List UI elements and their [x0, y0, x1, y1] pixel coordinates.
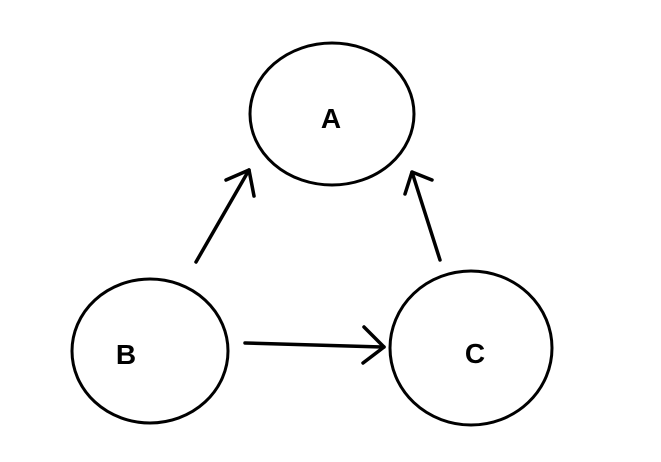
node-a: A [248, 41, 416, 187]
node-c-ellipse [388, 269, 554, 427]
edge-c-to-a-arrowhead [403, 170, 434, 196]
node-b-ellipse [70, 277, 230, 425]
node-a-label: A [321, 103, 341, 134]
edge-b-to-c-line [243, 341, 386, 349]
edge-b-to-a-line [194, 168, 251, 264]
node-a-ellipse [248, 41, 416, 187]
edge-b-to-c [243, 325, 386, 365]
node-b: B [70, 277, 230, 425]
edge-b-to-a [194, 168, 256, 264]
edge-b-to-c-arrowhead [361, 325, 386, 365]
edge-b-to-a-arrowhead [224, 168, 256, 198]
node-c: C [388, 269, 554, 427]
node-b-label: B [116, 339, 136, 370]
edge-c-to-a-line [410, 170, 442, 262]
node-c-label: C [465, 338, 485, 369]
edge-c-to-a [403, 170, 442, 262]
